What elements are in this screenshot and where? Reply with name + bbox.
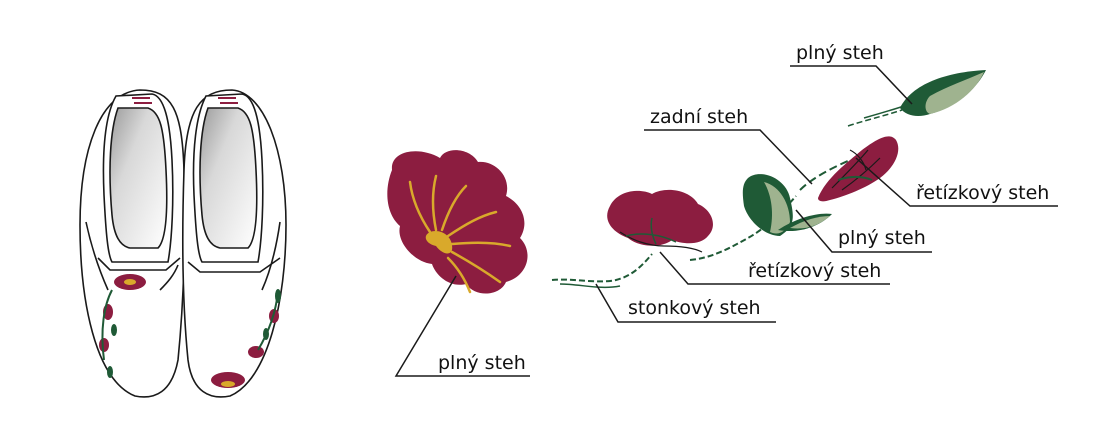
flower-satin-stitch — [387, 150, 528, 294]
leader-lines — [394, 65, 1058, 377]
stem-and-leaves — [551, 70, 986, 289]
leader-plny-steh-flower — [394, 275, 530, 377]
label-plny-steh-top: plný steh — [796, 42, 884, 64]
label-plny-steh-flower: plný steh — [438, 352, 526, 374]
leader-plny-steh-mid — [795, 209, 932, 253]
leader-retizkovy-steh-right — [855, 157, 1058, 207]
label-stonkovy-steh: stonkový steh — [628, 297, 761, 319]
leader-zadni-steh — [644, 129, 813, 185]
leader-plny-steh-top — [790, 65, 913, 105]
leader-stonkovy-steh — [595, 283, 776, 323]
leader-retizkovy-steh-mid — [659, 251, 890, 285]
label-plny-steh-mid: plný steh — [838, 227, 926, 249]
slippers-illustration — [79, 89, 287, 398]
label-retizkovy-steh-mid: řetízkový steh — [748, 260, 882, 282]
right-slipper — [182, 89, 287, 398]
label-retizkovy-steh-right: řetízkový steh — [916, 182, 1050, 204]
label-zadni-steh: zadní steh — [650, 106, 749, 128]
left-slipper — [79, 89, 186, 398]
slipper-embroidery — [99, 274, 281, 388]
